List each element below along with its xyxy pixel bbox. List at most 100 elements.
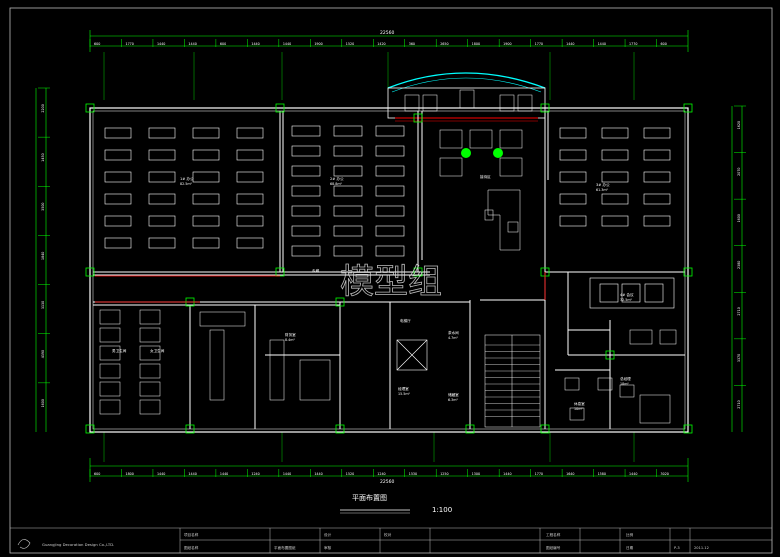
desk <box>333 125 363 137</box>
overall-dim-top: 22560 <box>380 30 394 36</box>
desk <box>148 193 176 205</box>
desk <box>375 125 405 137</box>
column <box>85 267 95 277</box>
room-name: 财务室 <box>285 332 296 337</box>
outer-walls <box>89 107 689 433</box>
desk <box>375 205 405 217</box>
room-area: 10m² <box>574 407 583 411</box>
room-area: 8.4m² <box>285 338 295 342</box>
stall <box>99 327 121 343</box>
room-area: 4.7m² <box>448 336 458 340</box>
desk <box>236 127 264 139</box>
stall <box>139 327 161 343</box>
dim-label: 1440 <box>629 472 637 476</box>
desk <box>291 245 321 257</box>
column <box>413 113 423 123</box>
desk <box>236 171 264 183</box>
dim-label: 1900 <box>314 42 322 46</box>
column <box>185 424 195 434</box>
dim-label: 2710 <box>737 400 741 408</box>
left-dimensions <box>35 88 47 432</box>
company-name: Guangjing Decoration Design Co.,LTD. <box>42 542 114 547</box>
structural-columns <box>85 103 693 434</box>
dim-label: 2200 <box>41 104 45 112</box>
dim-label: 3020 <box>661 472 669 476</box>
dim-label: 2070 <box>737 167 741 175</box>
dim-label: 600 <box>94 42 100 46</box>
dim-label: 1800 <box>125 472 133 476</box>
dim-label: 3370 <box>737 354 741 362</box>
dim-label: 1440 <box>188 472 196 476</box>
desk <box>643 171 671 183</box>
overall-dim-bottom: 22560 <box>380 479 394 485</box>
elevator-shaft <box>396 339 428 371</box>
room-area: 6.3m² <box>448 398 458 402</box>
office-3-desks <box>559 127 671 227</box>
dim-label: 1840 <box>41 252 45 260</box>
stall <box>99 363 121 379</box>
desk <box>643 193 671 205</box>
dim-label: 1420 <box>377 42 385 46</box>
dim-label: 3500 <box>41 202 45 210</box>
dim-label: 1770 <box>629 42 637 46</box>
room-name: 1# 办公 <box>180 176 194 181</box>
room-name: 茶水间 <box>448 330 459 335</box>
dim-label: 600 <box>661 42 667 46</box>
dim-label: 360 <box>409 42 415 46</box>
office-2-desks <box>291 125 405 257</box>
stall <box>99 381 121 397</box>
column <box>413 267 423 277</box>
desk <box>601 149 629 161</box>
desk <box>236 237 264 249</box>
sheet-border <box>9 7 773 554</box>
column <box>540 103 550 113</box>
staircase <box>484 334 541 428</box>
desk <box>148 171 176 183</box>
dim-label: 1450 <box>41 153 45 161</box>
dim-label: 1770 <box>125 42 133 46</box>
reception-desk <box>484 189 521 251</box>
desk <box>291 225 321 237</box>
dim-label: 1770 <box>535 42 543 46</box>
room-name: 储藏室 <box>448 392 459 397</box>
desk <box>104 149 132 161</box>
desk <box>236 149 264 161</box>
room-name: 2# 办公 <box>330 176 344 181</box>
desk <box>291 165 321 177</box>
desk <box>148 127 176 139</box>
room-area: 15.5m² <box>398 392 411 396</box>
desk <box>104 171 132 183</box>
dim-label: 2380 <box>737 261 741 269</box>
desk <box>291 145 321 157</box>
dim-label: 1440 <box>251 42 259 46</box>
desk <box>192 149 220 161</box>
column <box>85 103 95 113</box>
dim-label: 2650 <box>440 42 448 46</box>
desk <box>148 215 176 227</box>
desk <box>192 215 220 227</box>
desk <box>601 171 629 183</box>
room-name: 4# 会议 <box>620 292 634 297</box>
desk <box>375 185 405 197</box>
room-name: 3# 办公 <box>596 182 610 187</box>
desk <box>333 185 363 197</box>
room-area: 82.5m² <box>180 182 193 186</box>
desk <box>291 205 321 217</box>
room-name: 女卫生间 <box>150 348 165 353</box>
dim-label: 1440 <box>566 42 574 46</box>
entrance-bay <box>387 72 546 122</box>
desk <box>333 145 363 157</box>
desk <box>559 127 587 139</box>
title-block <box>10 527 772 553</box>
column <box>465 424 475 434</box>
desk <box>333 205 363 217</box>
room-name: 经理室 <box>398 386 409 391</box>
entrance-furniture <box>404 89 533 112</box>
title-block-field: 设计 <box>324 532 332 537</box>
desk <box>333 165 363 177</box>
room-area: 32.5m² <box>620 298 633 302</box>
title-block-field: 平面布置图纸 <box>274 545 296 550</box>
